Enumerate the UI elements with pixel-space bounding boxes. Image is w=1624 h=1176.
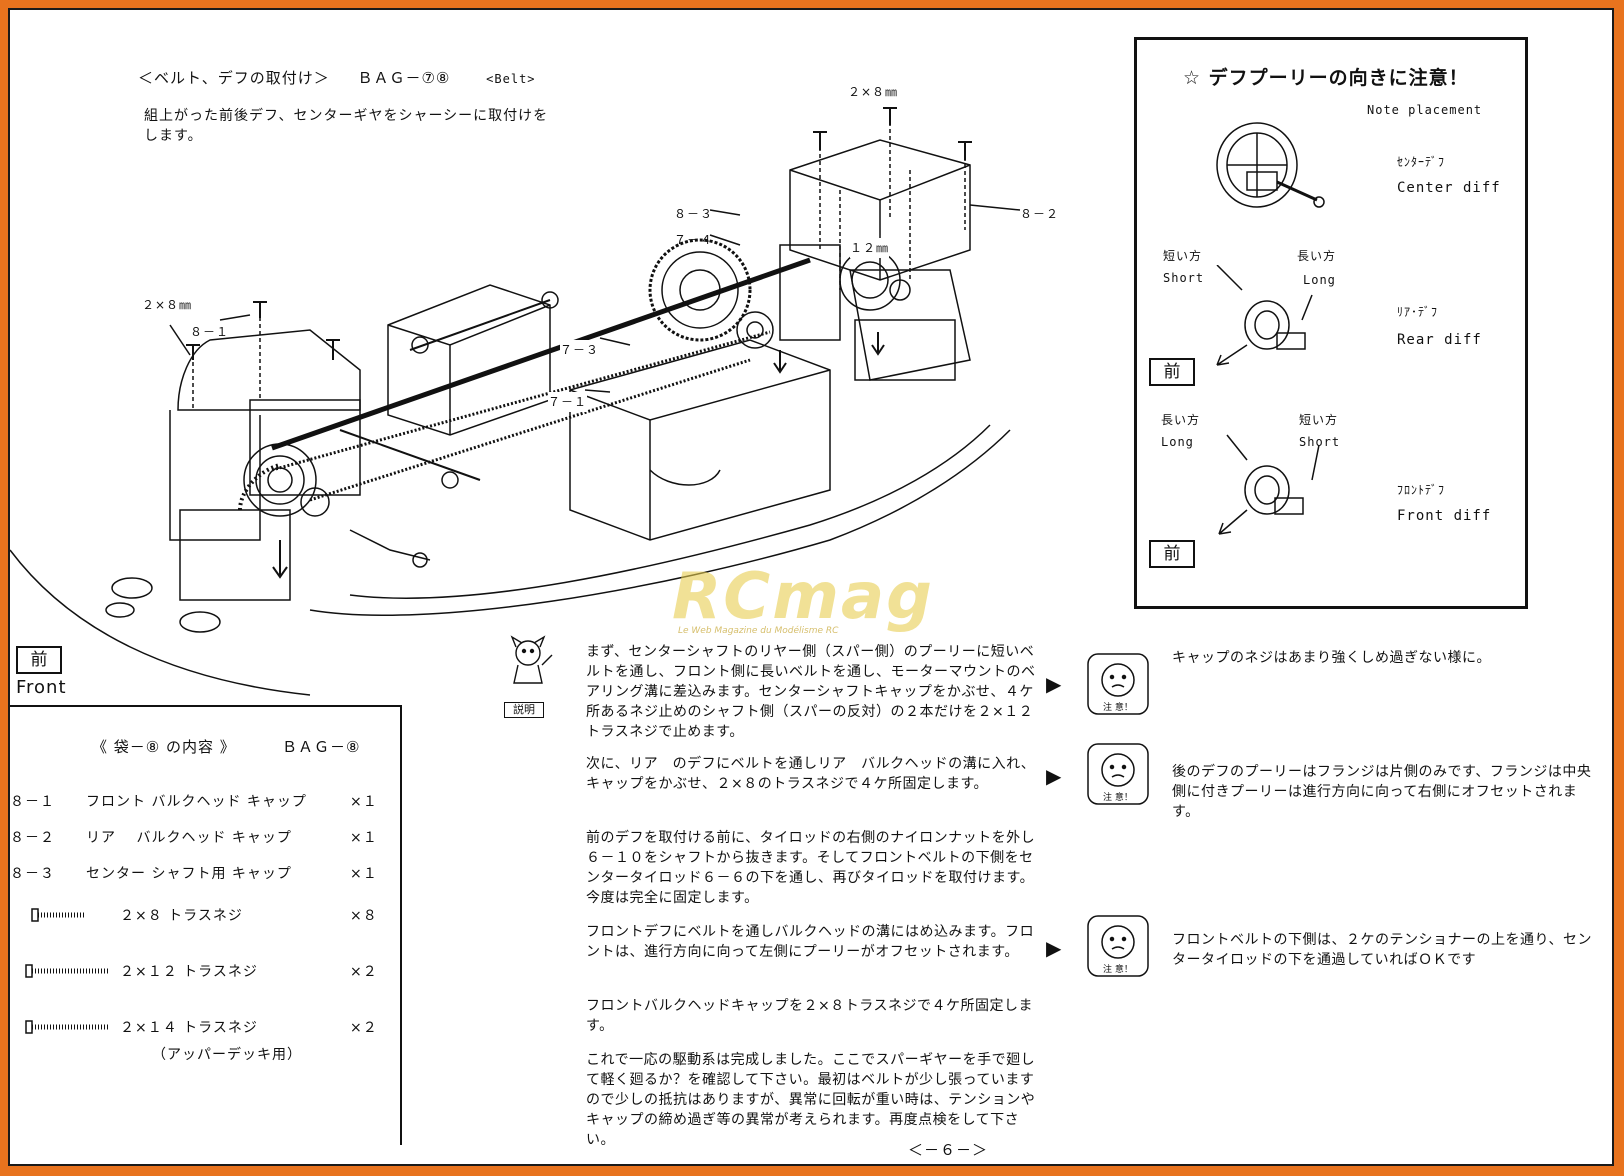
front-front-marker: 前	[1149, 540, 1195, 568]
bag-item-name: ２×１２ トラスネジ	[120, 964, 258, 980]
diff-pulley-placement-box: ☆ デフプーリーの向きに注意！ Note placement ｾﾝﾀｰﾃﾞﾌ C…	[1134, 37, 1528, 609]
label-screw-12: １２㎜	[850, 238, 890, 258]
arrow-icon: ▶	[1046, 764, 1062, 788]
watermark-tagline: Le Web Magazine du Modélisme RC	[678, 626, 839, 636]
instruction-2: 次に、リア のデフにベルトを通しリア バルクヘッドの溝に入れ、キャップをかぶせ、…	[586, 756, 1036, 792]
caution-label: 注 意！	[1103, 793, 1133, 803]
front-short-en: Short	[1299, 435, 1341, 449]
mascot-icon	[510, 635, 553, 684]
bag-item-name: センター シャフト用 キャップ	[86, 866, 292, 882]
label-screw-top: ２×８㎜	[848, 85, 899, 99]
instruction-3: 前のデフを取付ける前に、タイロッドの右側のナイロンナットを外し６－１０をシャフト…	[586, 830, 1036, 906]
arrow-icon: ▶	[1046, 672, 1062, 696]
bag-code: ＢＡＧ－⑧	[282, 738, 361, 756]
label-screw-left: ２×８㎜	[142, 298, 193, 312]
placement-title: ☆ デフプーリーの向きに注意！	[1183, 67, 1469, 89]
manual-page: ＜ベルト、デフの取付け＞ ＢＡＧ－⑦⑧ <Belt> 組上がった前後デフ、センタ…	[8, 8, 1614, 1166]
note-1: キャップのネジはあまり強くしめ過ぎない様に。	[1172, 650, 1491, 666]
arrow-icon: ▶	[1046, 936, 1062, 960]
rear-diff-en: Rear diff	[1397, 332, 1482, 348]
instruction-5: フロントバルクヘッドキャップを２×８トラスネジで４ケ所固定します。	[586, 998, 1033, 1034]
section-title-en: <Belt>	[486, 72, 536, 86]
page-number: ＜－６－＞	[908, 1141, 989, 1159]
intro-line-2: します。	[144, 128, 203, 144]
bag-item-qty: ×２	[350, 1020, 378, 1036]
bag-item-qty: ×１	[350, 866, 378, 882]
note-3: フロントベルトの下側は、２ケのテンショナーの上を通り、センタータイロッドの下を通…	[1172, 932, 1592, 968]
bag-item-name: ２×１４ トラスネジ	[120, 1020, 258, 1036]
rear-long-jp: 長い方	[1297, 249, 1337, 263]
label-part-7-3: ７－３	[560, 340, 600, 360]
bag-reference: ＢＡＧ－⑦⑧	[357, 69, 451, 87]
rear-long-en: Long	[1303, 273, 1336, 287]
bag-item-no: ８－３	[10, 866, 55, 882]
bag-item-no: ８－１	[10, 794, 55, 810]
label-part-8-2: ８－２	[1020, 207, 1060, 221]
bag-item-name: リア バルクヘッド キャップ	[86, 830, 292, 846]
caution-label: 注 意！	[1103, 703, 1133, 713]
front-long-en: Long	[1161, 435, 1194, 449]
rear-diff-jp: ﾘｱ･ﾃﾞﾌ	[1397, 305, 1439, 319]
bag-item-qty: ×２	[350, 964, 378, 980]
front-diff-jp: ﾌﾛﾝﾄﾃﾞﾌ	[1397, 483, 1446, 497]
front-diff-en: Front diff	[1397, 508, 1492, 524]
bag-item-qty: ×１	[350, 830, 378, 846]
front-short-jp: 短い方	[1299, 413, 1339, 427]
center-diff-icon	[1216, 122, 1325, 208]
screw-2x12-icon	[25, 964, 108, 978]
bag-contents-box: 《 袋－⑧ の内容 》 ＢＡＧ－⑧ ８－１ フロント バルクヘッド キャップ ×…	[10, 705, 402, 1145]
instruction-6: これで一応の駆動系は完成しました。ここでスパーギヤーを手で廻して軽く廻るか？を確…	[586, 1052, 1036, 1148]
screw-2x14-icon	[25, 1020, 110, 1034]
rear-front-marker: 前	[1149, 358, 1195, 386]
bag-footnote: （アッパーデッキ用）	[152, 1047, 302, 1063]
bag-title: 《 袋－⑧ の内容 》	[92, 738, 236, 756]
caution-face-icon	[1087, 743, 1149, 805]
front-marker-label: Front	[16, 677, 67, 698]
label-part-8-3: ８－３	[674, 207, 714, 221]
section-title: ＜ベルト、デフの取付け＞ ＢＡＧ－⑦⑧ <Belt>	[138, 68, 536, 89]
label-part-7-1: ７－１	[548, 392, 588, 412]
instruction-1: まず、センターシャフトのリヤー側（スパー側）のプーリーに短いベルトを通し、フロン…	[586, 644, 1036, 740]
center-diff-en: Center diff	[1397, 180, 1501, 196]
bag-item-qty: ×８	[350, 908, 378, 924]
label-part-8-1: ８－１	[190, 325, 230, 339]
intro-line-1: 組上がった前後デフ、センターギヤをシャーシーに取付けを	[144, 108, 549, 124]
caution-face-icon	[1087, 653, 1149, 715]
rear-diff-icon	[1216, 265, 1313, 366]
rear-short-en: Short	[1163, 271, 1205, 285]
screw-2x8-icon	[31, 908, 86, 922]
bag-item-name: ２×８ トラスネジ	[120, 908, 243, 924]
caution-face-icon	[1087, 915, 1149, 977]
watermark-logo: RCmag	[672, 560, 934, 634]
rear-short-jp: 短い方	[1163, 249, 1203, 263]
bag-item-qty: ×１	[350, 794, 378, 810]
section-title-jp: ＜ベルト、デフの取付け＞	[138, 69, 330, 87]
note-2: 後のデフのプーリーはフランジは片側のみです、フランジは中央側に付きプーリーは進行…	[1172, 764, 1592, 820]
front-marker-box: 前	[16, 646, 62, 674]
front-long-jp: 長い方	[1161, 413, 1201, 427]
mascot-label: 説明	[504, 702, 544, 718]
bag-item-name: フロント バルクヘッド キャップ	[86, 794, 307, 810]
placement-subtitle: Note placement	[1367, 103, 1483, 117]
front-diff-icon	[1218, 434, 1320, 535]
center-diff-jp: ｾﾝﾀｰﾃﾞﾌ	[1397, 155, 1446, 169]
bag-item-no: ８－２	[10, 830, 55, 846]
chassis-assembly-illustration	[10, 107, 1021, 696]
caution-label: 注 意！	[1103, 965, 1133, 975]
instruction-4: フロントデフにベルトを通しバルクヘッドの溝にはめ込みます。フロントは、進行方向に…	[586, 924, 1035, 960]
label-part-7-4: ７－４	[674, 233, 714, 247]
